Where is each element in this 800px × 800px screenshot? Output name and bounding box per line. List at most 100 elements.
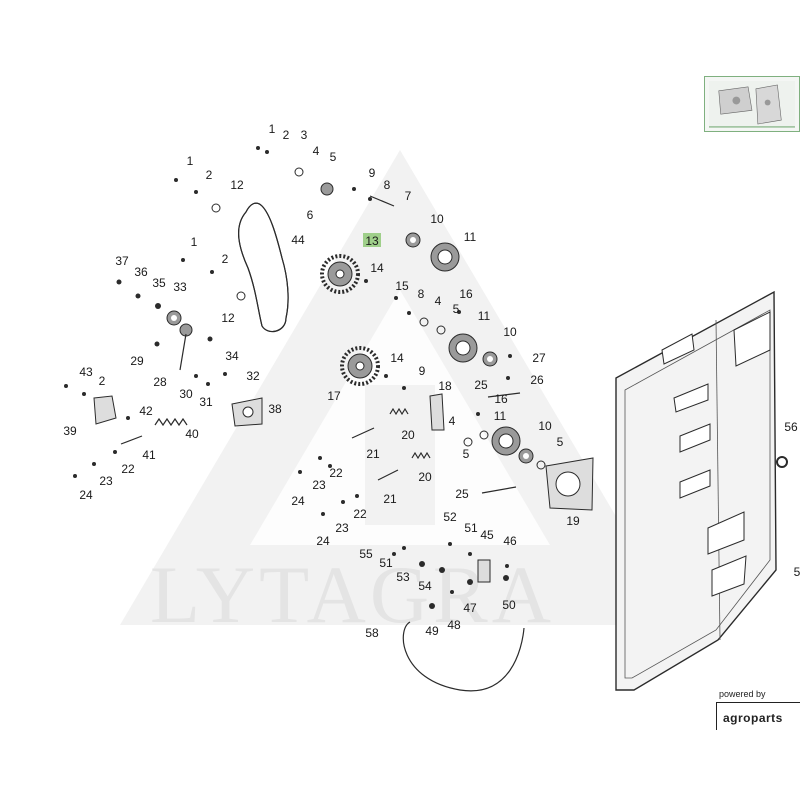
callout-4[interactable]: 4	[435, 294, 442, 308]
callout-11[interactable]: 11	[494, 409, 507, 423]
callout-23[interactable]: 23	[99, 474, 113, 488]
callout-21[interactable]: 21	[383, 492, 397, 506]
callout-36[interactable]: 36	[134, 265, 148, 279]
callout-8[interactable]: 8	[384, 178, 391, 192]
callout-3[interactable]: 3	[301, 128, 308, 142]
callout-38[interactable]: 38	[268, 402, 282, 416]
powered-by-badge[interactable]: powered by agroparts	[716, 689, 800, 730]
callout-2[interactable]: 2	[283, 128, 290, 142]
callout-17[interactable]: 17	[327, 389, 341, 403]
callout-56[interactable]: 56	[784, 420, 798, 434]
callout-10[interactable]: 10	[430, 212, 444, 226]
callout-5[interactable]: 5	[453, 302, 460, 316]
callout-2[interactable]: 2	[206, 168, 213, 182]
callout-32[interactable]: 32	[246, 369, 260, 383]
callout-11[interactable]: 11	[464, 230, 477, 244]
callout-22[interactable]: 22	[329, 466, 343, 480]
brand-name: agroparts	[723, 711, 783, 725]
callout-29[interactable]: 29	[130, 354, 144, 368]
callout-9[interactable]: 9	[419, 364, 426, 378]
callout-21[interactable]: 21	[366, 447, 380, 461]
callout-6[interactable]: 6	[307, 208, 314, 222]
callout-42[interactable]: 42	[139, 404, 153, 418]
callout-50[interactable]: 50	[502, 598, 516, 612]
callout-2[interactable]: 2	[99, 374, 106, 388]
callout-51[interactable]: 51	[464, 521, 478, 535]
thumbnail-image	[709, 81, 795, 128]
callout-12[interactable]: 12	[221, 311, 235, 325]
plates-brackets	[93, 195, 594, 583]
callout-16[interactable]: 16	[494, 392, 508, 406]
callout-4[interactable]: 4	[313, 144, 320, 158]
callout-11[interactable]: 11	[478, 309, 491, 323]
callout-15[interactable]: 15	[395, 279, 409, 293]
callout-53[interactable]: 53	[396, 570, 410, 584]
callout-19[interactable]: 19	[566, 514, 580, 528]
callout-33[interactable]: 33	[173, 280, 187, 294]
callout-2[interactable]: 2	[222, 252, 229, 266]
callout-18[interactable]: 18	[438, 379, 452, 393]
callout-26[interactable]: 26	[530, 373, 544, 387]
callout-45[interactable]: 45	[480, 528, 494, 542]
callout-55[interactable]: 55	[359, 547, 373, 561]
frame-panel	[615, 290, 777, 691]
callout-27[interactable]: 27	[532, 351, 546, 365]
callout-10[interactable]: 10	[503, 325, 517, 339]
callout-23[interactable]: 23	[335, 521, 349, 535]
bearing-flanges	[166, 167, 788, 470]
callout-7[interactable]: 7	[405, 189, 412, 203]
callout-44[interactable]: 44	[291, 233, 305, 247]
callout-52[interactable]: 52	[443, 510, 457, 524]
callout-9[interactable]: 9	[369, 166, 376, 180]
cable-58	[402, 621, 525, 692]
callout-16[interactable]: 16	[459, 287, 473, 301]
callout-41[interactable]: 41	[142, 448, 156, 462]
callout-24[interactable]: 24	[291, 494, 305, 508]
callout-47[interactable]: 47	[463, 601, 477, 615]
callout-13[interactable]: 13	[365, 234, 379, 248]
callout-40[interactable]: 40	[185, 427, 199, 441]
powered-by-text: powered by	[719, 689, 766, 699]
chain-part	[238, 202, 289, 333]
callout-30[interactable]: 30	[179, 387, 193, 401]
overview-thumbnail[interactable]	[704, 76, 800, 132]
callout-20[interactable]: 20	[401, 428, 415, 442]
callout-14[interactable]: 14	[370, 261, 384, 275]
callout-58[interactable]: 58	[365, 626, 379, 640]
callout-5[interactable]: 5	[557, 435, 564, 449]
callout-1[interactable]: 1	[191, 235, 198, 249]
callout-22[interactable]: 22	[353, 507, 367, 521]
callout-31[interactable]: 31	[199, 395, 213, 409]
callout-5[interactable]: 5	[330, 150, 337, 164]
callout-14[interactable]: 14	[390, 351, 404, 365]
callout-51[interactable]: 51	[379, 556, 393, 570]
callout-35[interactable]: 35	[152, 276, 166, 290]
callout-10[interactable]: 10	[538, 419, 552, 433]
callout-39[interactable]: 39	[63, 424, 77, 438]
callout-1[interactable]: 1	[187, 154, 194, 168]
callout-24[interactable]: 24	[79, 488, 93, 502]
callout-4[interactable]: 4	[449, 414, 456, 428]
callout-37[interactable]: 37	[115, 254, 129, 268]
callout-24[interactable]: 24	[316, 534, 330, 548]
callout-25[interactable]: 25	[474, 378, 488, 392]
callout-23[interactable]: 23	[312, 478, 326, 492]
callout-28[interactable]: 28	[153, 375, 167, 389]
callout-1[interactable]: 1	[269, 122, 276, 136]
callout-12[interactable]: 12	[230, 178, 244, 192]
watermark-text: LYTAGRA	[150, 549, 555, 640]
sprocket-13[interactable]	[320, 254, 360, 294]
callout-8[interactable]: 8	[418, 287, 425, 301]
callout-43[interactable]: 43	[79, 365, 93, 379]
callout-20[interactable]: 20	[418, 470, 432, 484]
callout-49[interactable]: 49	[425, 624, 439, 638]
callout-54[interactable]: 54	[418, 579, 432, 593]
callout-5[interactable]: 5	[463, 447, 470, 461]
callout-48[interactable]: 48	[447, 618, 461, 632]
callout-5[interactable]: 5	[794, 565, 800, 579]
callout-22[interactable]: 22	[121, 462, 135, 476]
callout-46[interactable]: 46	[503, 534, 517, 548]
callout-34[interactable]: 34	[225, 349, 239, 363]
callout-25[interactable]: 25	[455, 487, 469, 501]
